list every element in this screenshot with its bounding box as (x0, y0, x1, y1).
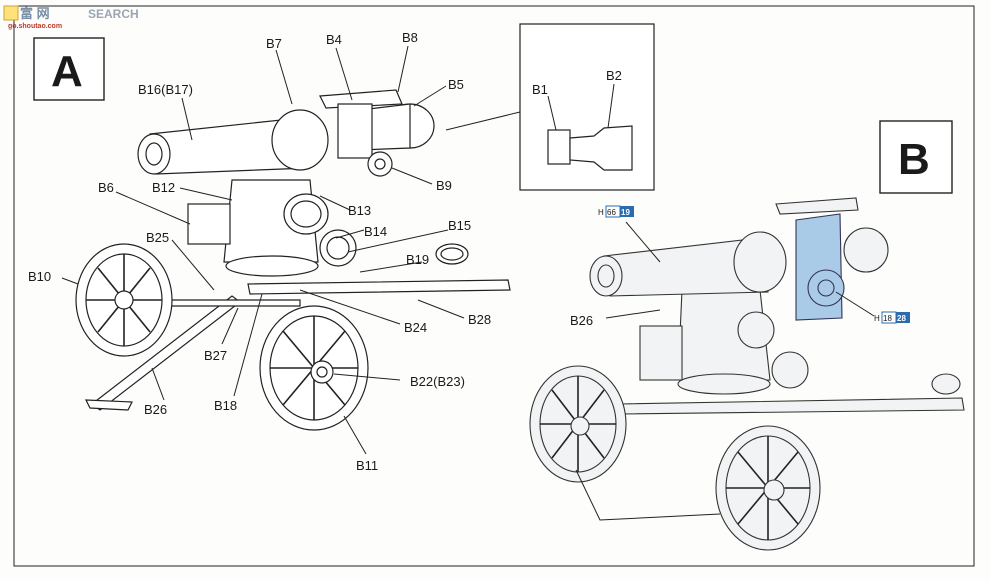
watermark-search-text: SEARCH (88, 7, 139, 21)
callout-b6: B6 (98, 180, 114, 195)
callout-b28: B28 (468, 312, 491, 327)
paint-ref-1-code: 66 (607, 208, 616, 217)
callout-b24: B24 (404, 320, 427, 335)
paint-ref-1-number: 19 (621, 208, 630, 217)
wheel-b10 (75, 243, 173, 357)
trail-leg-right (247, 279, 511, 295)
callout-b1: B1 (532, 82, 548, 97)
trail-b (619, 397, 965, 415)
callout-b22-b23: B22(B23) (410, 374, 465, 389)
callout-b9: B9 (436, 178, 452, 193)
paint-ref-1-prefix: H (598, 208, 604, 217)
callout-b26-a: B26 (144, 402, 167, 417)
leader-lines-a (61, 45, 465, 455)
paint-ref-2-prefix: H (874, 314, 880, 323)
callout-b10: B10 (28, 269, 51, 284)
detail-inset (445, 23, 655, 191)
paint-ref-1: H 66 19 (598, 205, 634, 218)
watermark-logo-text: 富 网 (20, 6, 50, 21)
part-b1 (547, 129, 571, 165)
sight-rail-b (775, 197, 859, 215)
pedestal-base (225, 255, 319, 277)
step-a-label: A (51, 47, 83, 96)
callout-b18: B18 (214, 398, 237, 413)
step-b-label: B (898, 135, 930, 184)
wheel-b-left (529, 365, 627, 483)
sight-body-b4 (337, 103, 373, 159)
ammo-box-b (639, 325, 683, 381)
paint-ref-2-code: 18 (883, 314, 892, 323)
leader-lines-b (575, 221, 875, 521)
callout-b19: B19 (406, 252, 429, 267)
step-a-box: A (33, 37, 105, 101)
callout-b4: B4 (326, 32, 342, 47)
wheel-b-right (715, 425, 821, 551)
paint-ref-2: H 18 28 (874, 311, 910, 324)
receiver (271, 109, 329, 171)
callout-b16-b17: B16(B17) (138, 82, 193, 97)
watermark-logo: 富 网 SEARCH go.shoutao.com (3, 5, 139, 30)
step-b-box: B (879, 120, 953, 194)
trail-spade (85, 399, 133, 411)
page-frame (13, 5, 975, 567)
drawing-b (529, 197, 965, 551)
callout-b7: B7 (266, 36, 282, 51)
callout-b5: B5 (448, 77, 464, 92)
callout-b27: B27 (204, 348, 227, 363)
part-b2 (569, 125, 633, 171)
drawing-a (61, 45, 511, 455)
callout-b2: B2 (606, 68, 622, 83)
callout-b14: B14 (364, 224, 387, 239)
callout-b15: B15 (448, 218, 471, 233)
wheel-b11 (259, 305, 369, 431)
callout-labels: B1 B2 B4 B5 B6 B7 B8 B9 B10 B11 B12 B13 … (28, 30, 622, 473)
callout-b8: B8 (402, 30, 418, 45)
callout-b12: B12 (152, 180, 175, 195)
callout-b26-b: B26 (570, 313, 593, 328)
watermark-url: go.shoutao.com (8, 23, 62, 30)
callout-b25: B25 (146, 230, 169, 245)
sight-drum-b (843, 227, 889, 273)
callout-b13: B13 (348, 203, 371, 218)
callout-b11: B11 (356, 458, 378, 473)
paint-ref-2-number: 28 (897, 314, 906, 323)
ammo-box-b6 (187, 203, 231, 245)
